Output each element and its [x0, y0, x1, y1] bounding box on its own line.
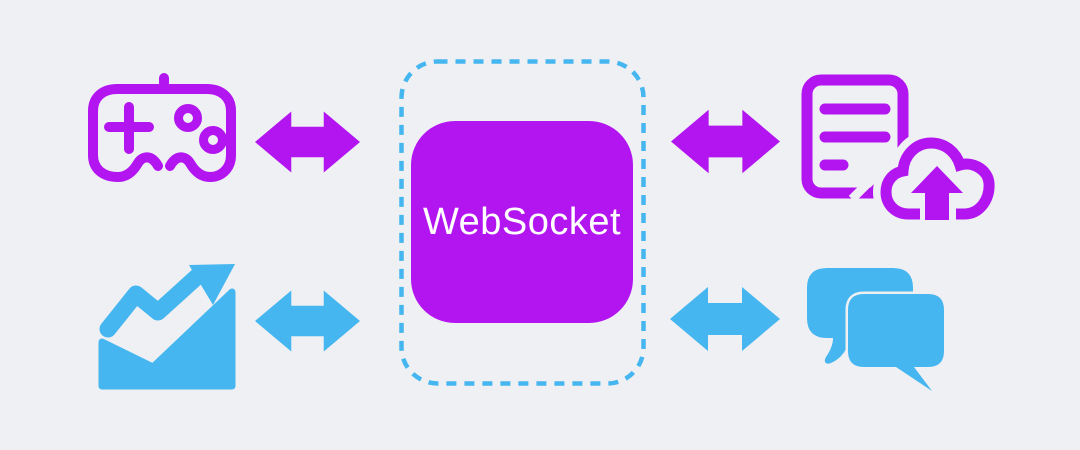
double-arrow-top-right-icon — [671, 105, 780, 178]
game-controller-icon — [88, 72, 236, 184]
double-arrow-bottom-left-icon — [255, 285, 360, 357]
chat-bubbles-icon — [801, 264, 951, 396]
double-arrow-bottom-right-icon — [670, 283, 780, 355]
double-arrow-top-left-icon — [255, 106, 360, 178]
websocket-node: WebSocket — [411, 121, 633, 323]
document-cloud-upload-icon — [798, 70, 1003, 222]
websocket-dashed-border — [399, 59, 646, 386]
websocket-label: WebSocket — [422, 200, 622, 243]
trending-chart-icon — [96, 248, 238, 393]
